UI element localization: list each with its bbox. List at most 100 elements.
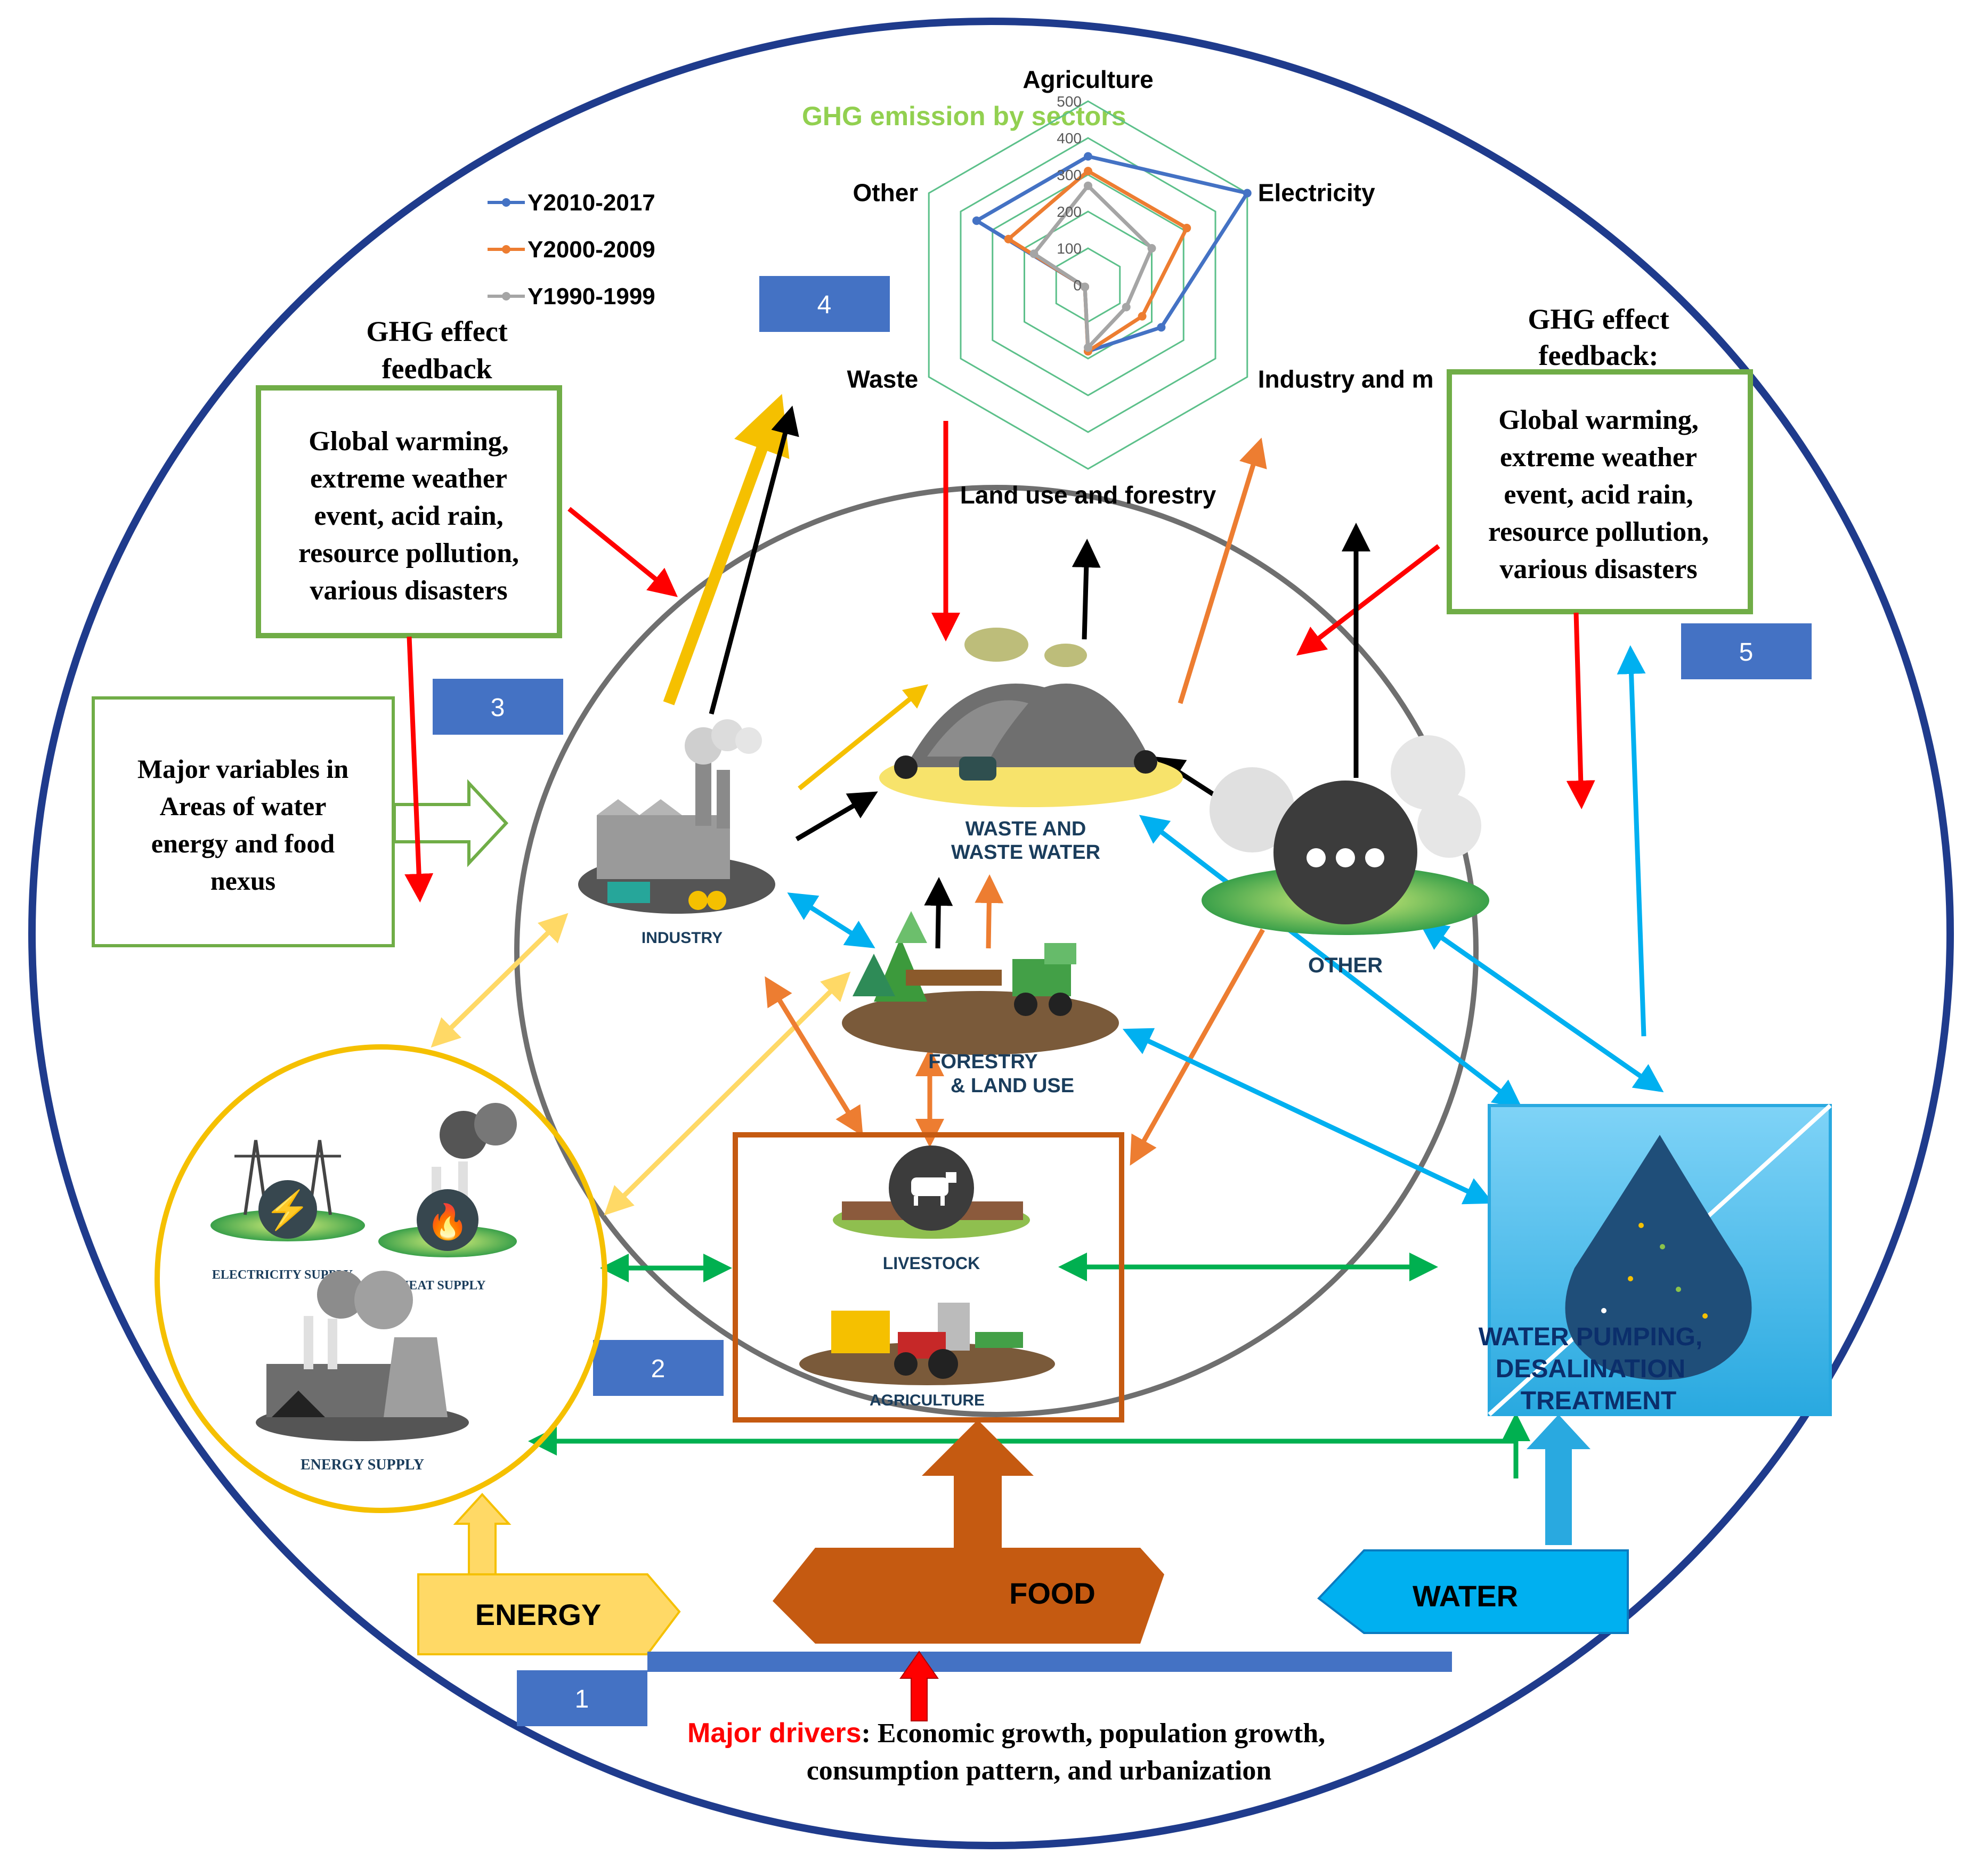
radar-tick-label: 500 [1057, 93, 1082, 110]
radar-point [1182, 224, 1191, 233]
badge-5: 5 [1681, 623, 1812, 679]
radar-axis-label: Land use and forestry [960, 481, 1216, 509]
radar-point [1147, 244, 1156, 253]
svg-text:5: 5 [1739, 638, 1754, 667]
radar-axis-label: Waste [847, 365, 918, 393]
forestry-label-2: & LAND USE [951, 1075, 1074, 1097]
sector-ring [514, 485, 1479, 1417]
other-label: OTHER [1308, 954, 1383, 977]
feedback-left-heading: GHG effect [366, 315, 507, 347]
drivers-red-arrow [899, 1651, 939, 1721]
radar-series [972, 152, 1252, 356]
lightning-icon: ⚡ [264, 1189, 311, 1232]
drivers-text-line-2: consumption pattern, and urbanization [807, 1756, 1272, 1786]
food-pillar [773, 1548, 1164, 1644]
energy-up-arrow [453, 1493, 512, 1575]
energy-pillar [417, 1573, 681, 1655]
badge-3: 3 [433, 679, 563, 735]
power-plant-icon [378, 1103, 517, 1257]
radar-legend-marker [502, 245, 510, 254]
radar-point [1084, 181, 1092, 190]
drivers-bar [647, 1652, 1452, 1672]
radar-grid-ring [960, 137, 1216, 433]
radar-point [1084, 152, 1092, 161]
variables-hollow-arrow [393, 779, 509, 867]
agriculture-label: AGRICULTURE [870, 1392, 985, 1409]
badge-1: 1 [517, 1670, 647, 1726]
food-up-arrow [922, 1420, 1034, 1548]
radar-legend-label: Y2010-2017 [528, 190, 655, 216]
feedback-left-line: resource pollution, [298, 538, 519, 568]
radar-tick-label: 200 [1057, 204, 1082, 220]
waste-label: WASTE AND [965, 818, 1086, 840]
variables-line: nexus [210, 866, 275, 896]
radar-axis-label: Other [853, 179, 919, 207]
radar-point [1081, 282, 1090, 291]
energy-supply-circle [155, 1044, 607, 1513]
energy-label: ENERGY [475, 1598, 602, 1631]
cow-icon [833, 1145, 1030, 1239]
radar-legend-label: Y1990-1999 [528, 283, 655, 310]
variables-line: energy and food [151, 828, 335, 858]
feedback-right-line: event, acid rain, [1504, 480, 1693, 510]
badge-4: 4 [759, 276, 890, 332]
variables-box [92, 696, 395, 947]
arrows [404, 394, 1664, 1478]
industry-label: INDUSTRY [642, 929, 723, 947]
waste-label-2: WASTE WATER [951, 841, 1100, 864]
water-label: WATER PUMPING, [1479, 1323, 1702, 1351]
svg-text:1: 1 [575, 1685, 589, 1713]
radar-axis-label: Agriculture [1023, 66, 1153, 93]
svg-text:4: 4 [817, 291, 832, 319]
food-label: FOOD [1009, 1577, 1096, 1610]
water-drop-icon [1565, 1135, 1752, 1380]
energy-supply-label: ENERGY SUPPLY [301, 1457, 424, 1473]
radar-axis-label: Industry and m [1258, 365, 1434, 393]
radar-tick-labels: 0 100 200 300 400 500 [1057, 93, 1082, 294]
smoke-cloud-icon [1202, 735, 1489, 935]
radar-legend-label: Y2000-2009 [528, 237, 655, 263]
water-label-2: DESALINATION [1496, 1355, 1685, 1383]
radar-tick-label: 100 [1057, 240, 1082, 257]
radar-point [1084, 167, 1092, 176]
radar-point [1138, 312, 1147, 321]
variables-line: Major variables in [137, 754, 348, 784]
feedback-right-box [1447, 369, 1753, 614]
radar-point [1029, 249, 1038, 258]
radar-point [1084, 343, 1092, 352]
radar-point [1004, 234, 1013, 243]
radar-tick-label: 300 [1057, 167, 1082, 183]
feedback-left-line: various disasters [310, 575, 507, 606]
energy-plant-icon [256, 1271, 469, 1441]
radar-chart: GHG emission by sectors 0 100 200 300 400 500… [488, 66, 1433, 509]
feedback-right-heading: GHG effect [1528, 303, 1669, 335]
badge-2: 2 [593, 1340, 724, 1396]
svg-text:3: 3 [491, 694, 505, 722]
farm-tractor-icon [799, 1303, 1055, 1385]
flame-icon: 🔥 [426, 1202, 469, 1241]
feedback-left-line: event, acid rain, [314, 501, 503, 531]
radar-legend-marker [502, 198, 510, 207]
drivers-text: : Economic growth, population growth, [862, 1718, 1326, 1749]
feedback-left-heading-2: feedback [382, 353, 492, 385]
radar-tick-label: 0 [1073, 277, 1082, 294]
feedback-right-line: Global warming, [1498, 405, 1699, 435]
outer-ring [28, 18, 1954, 1849]
radar-title: GHG emission by sectors [802, 101, 1126, 131]
forestry-tractor-icon [842, 911, 1119, 1055]
radar-legend-marker [502, 292, 510, 300]
radar-tick-label: 400 [1057, 130, 1082, 147]
factory-icon [578, 719, 775, 914]
water-pillar [1317, 1549, 1629, 1634]
feedback-right-heading-2: feedback: [1539, 339, 1659, 371]
feedback-left-line: Global warming, [309, 426, 509, 457]
drivers-label: Major drivers [687, 1718, 862, 1749]
feedback-left-box [256, 385, 562, 638]
power-tower-icon [210, 1140, 365, 1241]
feedback-right-line: extreme weather [1500, 442, 1697, 473]
radar-point [1157, 323, 1166, 332]
food-sector-box [733, 1132, 1124, 1423]
